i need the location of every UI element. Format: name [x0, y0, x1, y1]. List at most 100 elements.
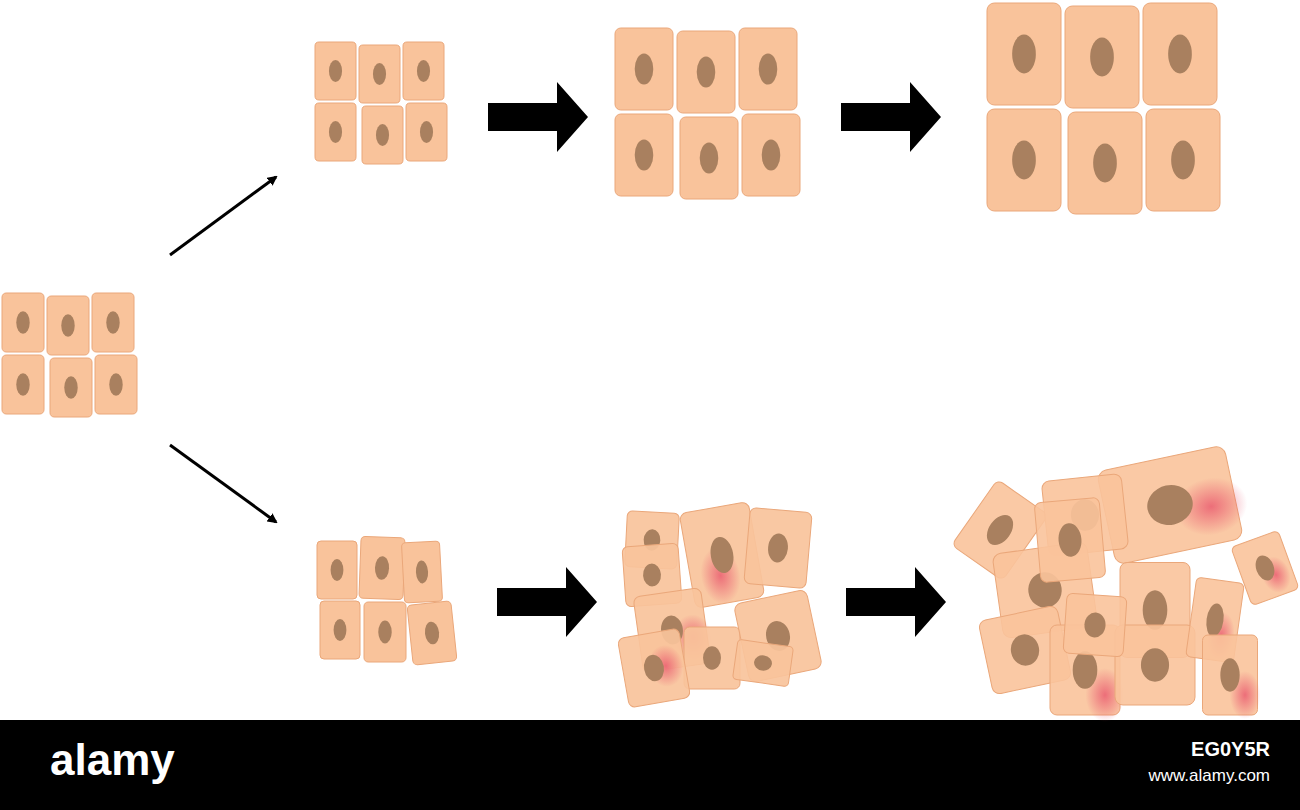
nucleus	[415, 560, 428, 583]
nucleus	[1073, 651, 1098, 689]
nucleus	[697, 56, 716, 87]
cell	[2, 293, 44, 352]
cell-body	[2, 293, 44, 352]
cell	[315, 42, 356, 100]
cell-body	[1065, 6, 1139, 108]
nucleus	[635, 53, 654, 84]
cell-body	[401, 541, 442, 603]
nucleus	[375, 556, 390, 580]
cell-body	[987, 3, 1061, 105]
cell-body	[92, 293, 134, 352]
nucleus	[378, 621, 391, 644]
cell-body	[684, 627, 740, 689]
cell-body	[359, 45, 400, 103]
nucleus	[106, 311, 119, 333]
cell-body	[47, 296, 89, 355]
cell-body	[403, 42, 444, 100]
nucleus	[16, 311, 29, 333]
nucleus	[1143, 481, 1196, 529]
cell-body	[744, 507, 812, 588]
cell	[407, 601, 457, 665]
nucleus	[373, 63, 386, 85]
branch-arrow	[170, 445, 276, 522]
nucleus	[753, 654, 773, 672]
cell-body	[2, 355, 44, 414]
cell	[742, 114, 800, 196]
cell-body	[315, 42, 356, 100]
nucleus	[767, 533, 789, 563]
nucleus	[762, 139, 781, 170]
watermark-text: www.alamy.com	[1148, 766, 1270, 786]
nucleus	[1084, 612, 1107, 638]
cell	[95, 355, 137, 414]
nucleus	[1252, 553, 1277, 583]
nucleus	[329, 121, 342, 143]
cell	[684, 627, 740, 689]
cell-body	[406, 103, 447, 161]
cell	[617, 628, 690, 708]
cell	[315, 103, 356, 161]
nucleus	[1143, 590, 1168, 630]
cell-body	[95, 355, 137, 414]
cell-body	[320, 601, 360, 659]
cell	[615, 28, 673, 110]
watermark-logo: alamy	[50, 735, 175, 785]
cell	[406, 103, 447, 161]
cell-body	[739, 28, 797, 110]
cell-body	[617, 628, 690, 708]
cell-body	[742, 114, 800, 196]
nucleus	[424, 621, 440, 645]
nucleus	[61, 314, 74, 336]
cell	[1146, 109, 1220, 211]
cell-body	[1034, 497, 1106, 582]
nucleus	[642, 563, 661, 587]
cell-body	[362, 106, 403, 164]
cell	[362, 106, 403, 164]
nucleus	[1204, 602, 1225, 637]
cell	[1065, 6, 1139, 108]
nucleus	[109, 373, 122, 395]
block-arrows	[488, 82, 946, 637]
nucleus	[331, 559, 344, 581]
cell-body	[615, 28, 673, 110]
cell	[359, 536, 405, 599]
cell-body	[680, 117, 738, 199]
cell	[1115, 625, 1195, 705]
nucleus	[376, 124, 389, 146]
cell	[1068, 112, 1142, 214]
cell	[364, 602, 406, 662]
cell-body	[50, 358, 92, 417]
cell	[1063, 593, 1127, 657]
nucleus	[1057, 522, 1083, 557]
cell-body	[364, 602, 406, 662]
cell	[1203, 635, 1261, 719]
nucleus	[981, 510, 1018, 550]
nucleus	[1008, 632, 1042, 669]
footer-bar	[0, 720, 1300, 810]
cell-body	[732, 639, 793, 686]
cell	[47, 296, 89, 355]
cell	[317, 541, 357, 599]
cell-body	[987, 109, 1061, 211]
cell	[1034, 497, 1106, 582]
nucleus	[700, 142, 719, 173]
nucleus	[64, 376, 77, 398]
cell	[987, 3, 1061, 105]
branch-arrow	[170, 177, 276, 255]
nucleus	[708, 535, 736, 575]
watermark-text: EG0Y5R	[1191, 738, 1270, 761]
cell-body	[315, 103, 356, 161]
cell-body	[317, 541, 357, 599]
cell	[1143, 3, 1217, 105]
cell	[359, 45, 400, 103]
cell	[680, 117, 738, 199]
cell-body	[359, 536, 405, 599]
nucleus	[1012, 35, 1036, 74]
nucleus	[642, 653, 666, 683]
cell	[987, 109, 1061, 211]
cell-body	[1115, 625, 1195, 705]
cell-body	[1146, 109, 1220, 211]
nucleus	[759, 53, 778, 84]
